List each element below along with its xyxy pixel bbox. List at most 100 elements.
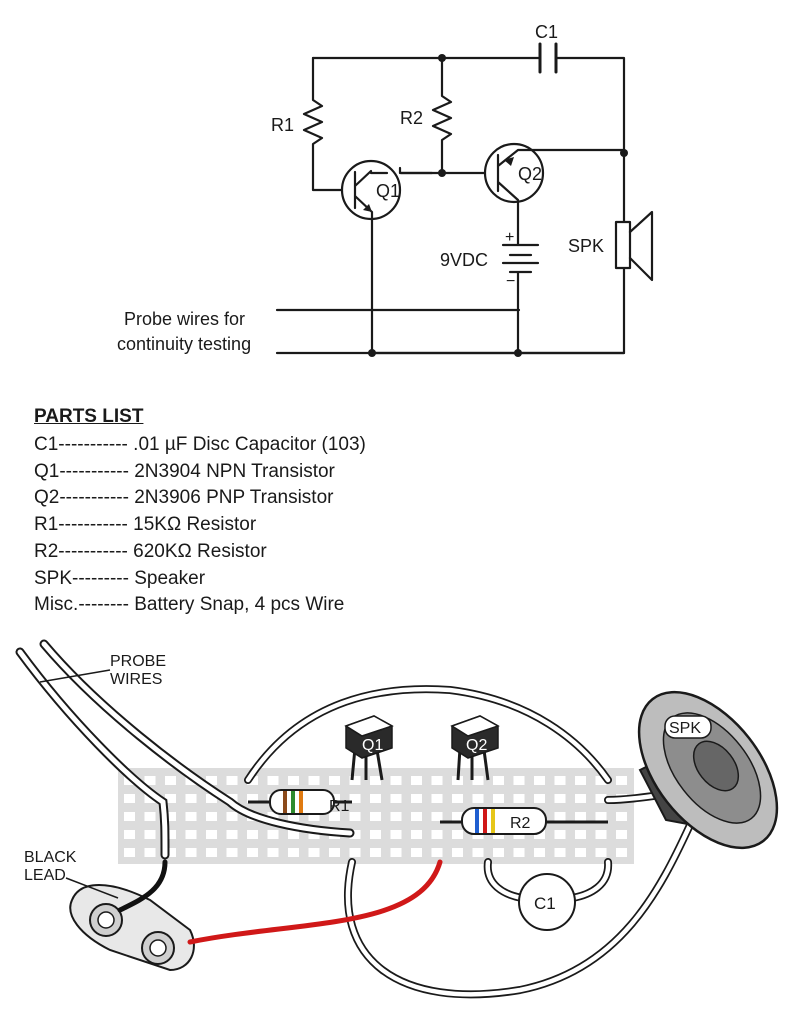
parts-row: R2----------- 620KΩ Resistor (34, 539, 554, 566)
breadboard-hole (185, 812, 197, 821)
breadboard-hole (267, 848, 279, 857)
breadboard-hole (554, 848, 566, 857)
parts-row: Q2----------- 2N3906 PNP Transistor (34, 485, 554, 512)
q2-part-label: Q2 (466, 737, 487, 754)
parts-list: PARTS LIST C1----------- .01 µF Disc Cap… (34, 404, 554, 619)
spk-part-label: SPK (669, 720, 701, 737)
battery-symbol (370, 232, 540, 355)
breadboard-hole (206, 812, 217, 821)
breadboard-hole (247, 848, 258, 857)
breadboard-hole (329, 848, 340, 857)
red-lead-wire (187, 859, 443, 945)
breadboard-hole (124, 812, 135, 821)
breadboard-hole (390, 794, 402, 803)
q1-leads (353, 166, 434, 355)
breadboard-hole (329, 776, 340, 785)
breadboard-hole (554, 830, 566, 839)
breadboard-hole (267, 830, 279, 839)
r1-part-label: R1 (329, 798, 350, 815)
battery-plus: + (505, 229, 514, 246)
breadboard-hole (165, 794, 176, 803)
breadboard-hole (370, 776, 381, 785)
part-ref: Q2----------- (34, 487, 129, 509)
breadboard-hole (493, 794, 504, 803)
breadboard-hole (165, 848, 176, 857)
breadboard-hole (431, 794, 443, 803)
breadboard-hole (226, 848, 238, 857)
breadboard-hole (144, 812, 156, 821)
breadboard-hole (452, 848, 463, 857)
parts-row: Q1----------- 2N3904 NPN Transistor (34, 459, 554, 486)
c1-label: C1 (535, 22, 558, 42)
q2-label: Q2 (518, 164, 542, 184)
breadboard-hole (616, 812, 627, 821)
breadboard-hole (226, 776, 238, 785)
part-ref: C1----------- (34, 434, 128, 455)
breadboard-hole (534, 776, 545, 785)
r1-label: R1 (271, 115, 294, 135)
breadboard-hole (595, 830, 607, 839)
speaker-cone (628, 210, 654, 282)
q1-label: Q1 (376, 181, 400, 201)
breadboard-hole (472, 848, 484, 857)
breadboard-hole (288, 848, 299, 857)
q2-leads (496, 148, 626, 236)
part-desc: 2N3906 PNP Transistor (134, 487, 334, 509)
breadboard-hole (206, 830, 217, 839)
breadboard-hole (452, 776, 463, 785)
probe-text-line2: continuity testing (117, 334, 251, 354)
part-ref: Q1----------- (34, 460, 129, 482)
breadboard-hole (390, 776, 402, 785)
breadboard-hole (431, 830, 443, 839)
part-desc: 15KΩ Resistor (133, 514, 257, 536)
part-desc: Battery Snap, 4 pcs Wire (134, 594, 345, 616)
part-desc: .01 µF Disc Capacitor (103) (133, 434, 366, 455)
breadboard-hole (390, 848, 402, 857)
black-lead-label-line1: BLACK (24, 849, 77, 866)
breadboard-hole (534, 794, 545, 803)
top-wire (311, 56, 626, 155)
breadboard-hole (575, 848, 586, 857)
breadboard-hole (206, 776, 217, 785)
r2-label: R2 (400, 108, 423, 128)
breadboard-hole (165, 812, 176, 821)
breadboard-hole (370, 830, 381, 839)
breadboard-hole (452, 830, 463, 839)
breadboard-hole (370, 794, 381, 803)
breadboard-hole (124, 830, 135, 839)
breadboard-hole (472, 776, 484, 785)
breadboard-hole (144, 794, 156, 803)
breadboard-hole (431, 848, 443, 857)
q2-transistor: Q2 (450, 715, 500, 781)
breadboard-hole (288, 776, 299, 785)
part-desc: 620KΩ Resistor (133, 540, 267, 562)
breadboard-hole (616, 776, 627, 785)
breadboard-hole (390, 830, 402, 839)
breadboard-hole (431, 776, 443, 785)
q2-symbol (483, 142, 545, 204)
breadboard-hole (267, 776, 279, 785)
breadboard-hole (411, 776, 422, 785)
r1-symbol (302, 56, 349, 192)
breadboard-hole (165, 776, 176, 785)
breadboard-hole (247, 830, 258, 839)
parts-row: SPK--------- Speaker (34, 566, 554, 593)
breadboard-hole (226, 830, 238, 839)
breadboard-hole (124, 848, 135, 857)
black-lead-wire (117, 859, 168, 913)
breadboard-hole (288, 830, 299, 839)
breadboard-hole (493, 848, 504, 857)
breadboard-hole (267, 812, 279, 821)
breadboard-hole (206, 848, 217, 857)
c1-part-label: C1 (534, 894, 556, 913)
parts-list-title: PARTS LIST (34, 406, 144, 427)
breadboard-hole (185, 794, 197, 803)
breadboard-hole (124, 794, 135, 803)
breadboard-hole (288, 812, 299, 821)
breadboard-hole (534, 848, 545, 857)
breadboard-hole (513, 776, 525, 785)
part-ref: SPK--------- (34, 567, 129, 589)
breadboard-hole (144, 848, 156, 857)
breadboard-hole (247, 776, 258, 785)
